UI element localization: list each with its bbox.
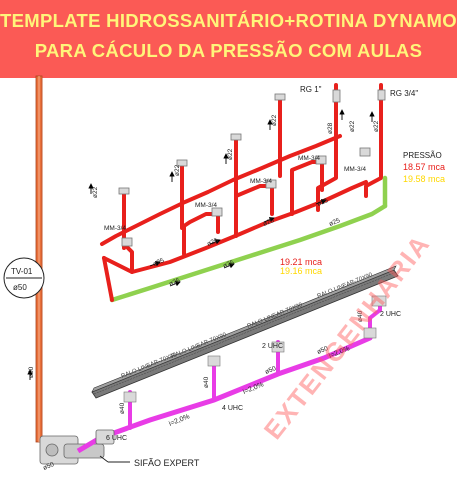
sewer-network bbox=[97, 295, 387, 441]
label-mm-34: MM-3/4 bbox=[298, 155, 320, 162]
tv-01-diameter: ø50 bbox=[13, 283, 27, 292]
flow-arrows bbox=[88, 109, 375, 287]
label-uhc-6: 6 UHC bbox=[106, 435, 127, 442]
label-mm-34: MM-3/4 bbox=[344, 166, 366, 173]
riser-rg-1-drop bbox=[316, 158, 338, 212]
vent-pipe-tv-01 bbox=[35, 75, 43, 443]
valve-icon bbox=[315, 155, 327, 165]
label-d22: ø22 bbox=[92, 186, 99, 198]
branch-3 bbox=[234, 184, 274, 238]
label-d40: ø40 bbox=[357, 310, 364, 322]
label-uhc-2: 2 UHC bbox=[262, 343, 283, 350]
green-pipe bbox=[109, 203, 388, 303]
label-mm-34: MM-3/4 bbox=[250, 178, 272, 185]
linear-drain bbox=[91, 265, 399, 399]
label-uhc-4: 4 UHC bbox=[222, 405, 243, 412]
title-banner: TEMPLATE HIDROSSANITÁRIO+ROTINA DYNAMO P… bbox=[0, 0, 457, 78]
valve-icon bbox=[377, 89, 386, 101]
label-d40: ø40 bbox=[119, 402, 126, 414]
valve-icon bbox=[332, 89, 341, 103]
pressure-upper-red: 18.57 mca bbox=[403, 162, 445, 172]
label-mm-34: MM-3/4 bbox=[104, 225, 126, 232]
label-rg-34: RG 3/4" bbox=[390, 89, 418, 98]
valve-icon bbox=[176, 159, 188, 167]
label-d40: ø40 bbox=[203, 376, 210, 388]
branch-4 bbox=[290, 160, 324, 216]
label-d22: ø22 bbox=[227, 148, 234, 160]
branch-2 bbox=[182, 212, 220, 256]
trunk-lower bbox=[102, 180, 368, 274]
banner-title-line-1: TEMPLATE HIDROSSANITÁRIO+ROTINA DYNAMO bbox=[0, 10, 457, 31]
sewer-main bbox=[97, 335, 373, 441]
label-d25: ø25 bbox=[168, 277, 181, 288]
label-d50: ø50 bbox=[42, 461, 55, 472]
valve-icon bbox=[118, 187, 130, 195]
label-d25: ø25 bbox=[206, 237, 219, 248]
tv-01-label: TV-01 bbox=[11, 267, 33, 276]
valve-icon bbox=[211, 207, 223, 217]
banner-title-line-2: PARA CÁCULO DA PRESSÃO COM AULAS bbox=[34, 40, 423, 61]
label-d50: ø50 bbox=[28, 366, 35, 378]
label-uhc-2: 2 UHC bbox=[380, 311, 401, 318]
label-sifao: SIFÃO EXPERT bbox=[134, 458, 200, 468]
cold-water-network bbox=[100, 83, 388, 303]
label-d25: ø25 bbox=[328, 217, 341, 228]
fittings bbox=[118, 89, 386, 247]
pressure-lower-red: 19.21 mca bbox=[280, 257, 322, 267]
label-d25: ø25 bbox=[316, 197, 329, 208]
label-d25: ø25 bbox=[222, 259, 235, 270]
label-d50: ø50 bbox=[316, 345, 329, 356]
trunk-upper bbox=[100, 134, 342, 246]
label-d28: ø28 bbox=[327, 122, 334, 134]
valve-icon bbox=[230, 133, 242, 141]
label-mm-34: MM-3/4 bbox=[195, 202, 217, 209]
label-rg-1: RG 1" bbox=[300, 85, 322, 94]
label-d50: ø50 bbox=[264, 365, 277, 376]
label-d22: ø22 bbox=[373, 120, 380, 132]
label-d22: ø22 bbox=[271, 114, 278, 126]
valve-icon bbox=[359, 147, 371, 157]
valve-icon bbox=[121, 237, 133, 247]
siphon-assembly bbox=[39, 429, 115, 465]
valve-icon bbox=[274, 93, 286, 101]
label-d25: ø25 bbox=[262, 217, 275, 228]
label-d22: ø22 bbox=[174, 164, 181, 176]
label-d25: ø25 bbox=[152, 257, 165, 268]
label-d22: ø22 bbox=[349, 120, 356, 132]
pressure-title: PRESSÃO bbox=[403, 151, 442, 160]
pressure-upper-yellow: 19.58 mca bbox=[403, 174, 445, 184]
pressure-lower-yellow: 19.16 mca bbox=[280, 266, 322, 276]
valve-icon bbox=[265, 179, 277, 189]
riser-rg-34-drop bbox=[364, 148, 383, 198]
